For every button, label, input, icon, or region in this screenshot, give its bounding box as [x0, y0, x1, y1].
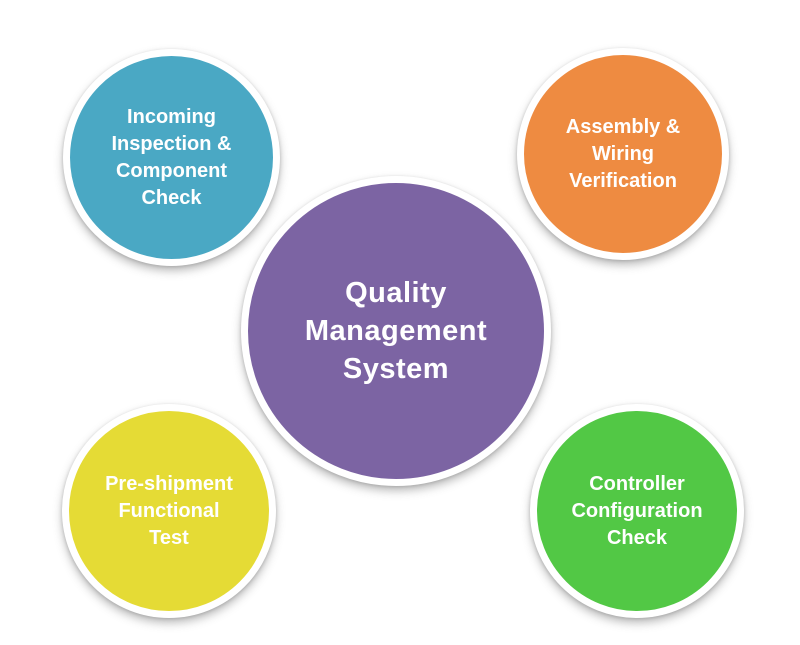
- node-controller-configuration: Controller Configuration Check: [530, 404, 744, 618]
- label-line: Controller: [589, 472, 685, 495]
- label-line: System: [342, 353, 450, 385]
- label-line: Check: [141, 186, 202, 209]
- label-line: Wiring: [591, 142, 655, 165]
- label-line: Functional: [118, 499, 220, 522]
- center-node-label: Quality Management System: [248, 274, 544, 388]
- label-line: Component: [115, 159, 228, 182]
- label-line: Verification: [569, 169, 677, 192]
- label-line: Test: [149, 526, 189, 549]
- node-incoming-inspection-label: Incoming Inspection & Component Check: [70, 104, 273, 212]
- label-line: Pre-shipment: [105, 472, 233, 495]
- label-line: Management: [304, 315, 488, 347]
- node-quality-management-system: Quality Management System: [241, 176, 551, 486]
- label-line: Check: [606, 526, 668, 549]
- node-pre-shipment-test-label: Pre-shipment Functional Test: [69, 471, 269, 552]
- label-line: Inspection &: [111, 132, 232, 155]
- node-controller-configuration-label: Controller Configuration Check: [537, 471, 737, 552]
- node-assembly-wiring: Assembly & Wiring Verification: [517, 48, 729, 260]
- node-pre-shipment-test: Pre-shipment Functional Test: [62, 404, 276, 618]
- label-line: Assembly &: [565, 115, 681, 138]
- node-assembly-wiring-label: Assembly & Wiring Verification: [524, 114, 722, 195]
- node-incoming-inspection: Incoming Inspection & Component Check: [63, 49, 280, 266]
- label-line: Quality: [345, 277, 447, 309]
- label-line: Incoming: [127, 105, 216, 128]
- label-line: Configuration: [571, 499, 703, 522]
